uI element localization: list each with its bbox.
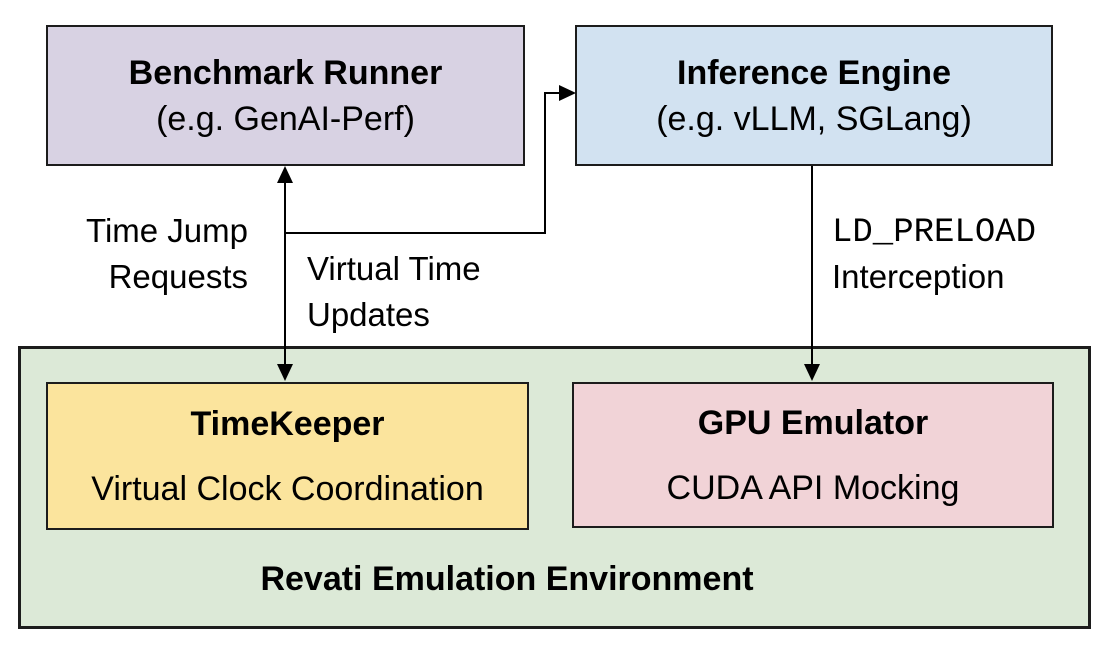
- gpu-emulator-title: GPU Emulator: [697, 403, 929, 442]
- ld-preload-line2: Interception: [832, 258, 1005, 295]
- virtual-time-connector-top: [544, 92, 562, 94]
- arrowhead-down-icon: [277, 364, 293, 381]
- benchmark-timekeeper-connector-line: [284, 172, 286, 369]
- virtual-time-connector-horizontal: [285, 232, 545, 234]
- timekeeper-subtitle: Virtual Clock Coordination: [91, 469, 484, 508]
- inference-engine-title: Inference Engine: [677, 53, 951, 92]
- arrowhead-up-icon: [277, 166, 293, 183]
- virtual-time-connector-vertical: [544, 92, 546, 234]
- timekeeper-title: TimeKeeper: [190, 404, 385, 443]
- inference-gpu-connector-line: [811, 166, 813, 367]
- arrowhead-down-icon: [804, 364, 820, 381]
- gpu-emulator-box: GPU Emulator CUDA API Mocking: [572, 382, 1054, 528]
- ld-preload-interception-label: LD_PRELOAD Interception: [832, 211, 1036, 299]
- revati-environment-label: Revati Emulation Environment: [260, 560, 754, 598]
- benchmark-runner-box: Benchmark Runner (e.g. GenAI-Perf): [46, 25, 525, 166]
- ld-preload-line1: LD_PRELOAD: [832, 214, 1037, 252]
- inference-engine-box: Inference Engine (e.g. vLLM, SGLang): [575, 25, 1053, 166]
- time-jump-requests-label: Time Jump Requests: [28, 208, 248, 300]
- inference-engine-subtitle: (e.g. vLLM, SGLang): [656, 99, 972, 138]
- virtual-time-updates-line2: Updates: [307, 296, 430, 333]
- virtual-time-updates-label: Virtual Time Updates: [307, 246, 481, 338]
- time-jump-requests-line2: Requests: [108, 258, 248, 295]
- benchmark-runner-title: Benchmark Runner: [128, 53, 443, 92]
- gpu-emulator-subtitle: CUDA API Mocking: [666, 468, 960, 507]
- arrowhead-right-icon: [559, 85, 576, 101]
- timekeeper-box: TimeKeeper Virtual Clock Coordination: [46, 382, 529, 530]
- benchmark-runner-subtitle: (e.g. GenAI-Perf): [156, 99, 415, 138]
- time-jump-requests-line1: Time Jump: [86, 212, 248, 249]
- virtual-time-updates-line1: Virtual Time: [307, 250, 481, 287]
